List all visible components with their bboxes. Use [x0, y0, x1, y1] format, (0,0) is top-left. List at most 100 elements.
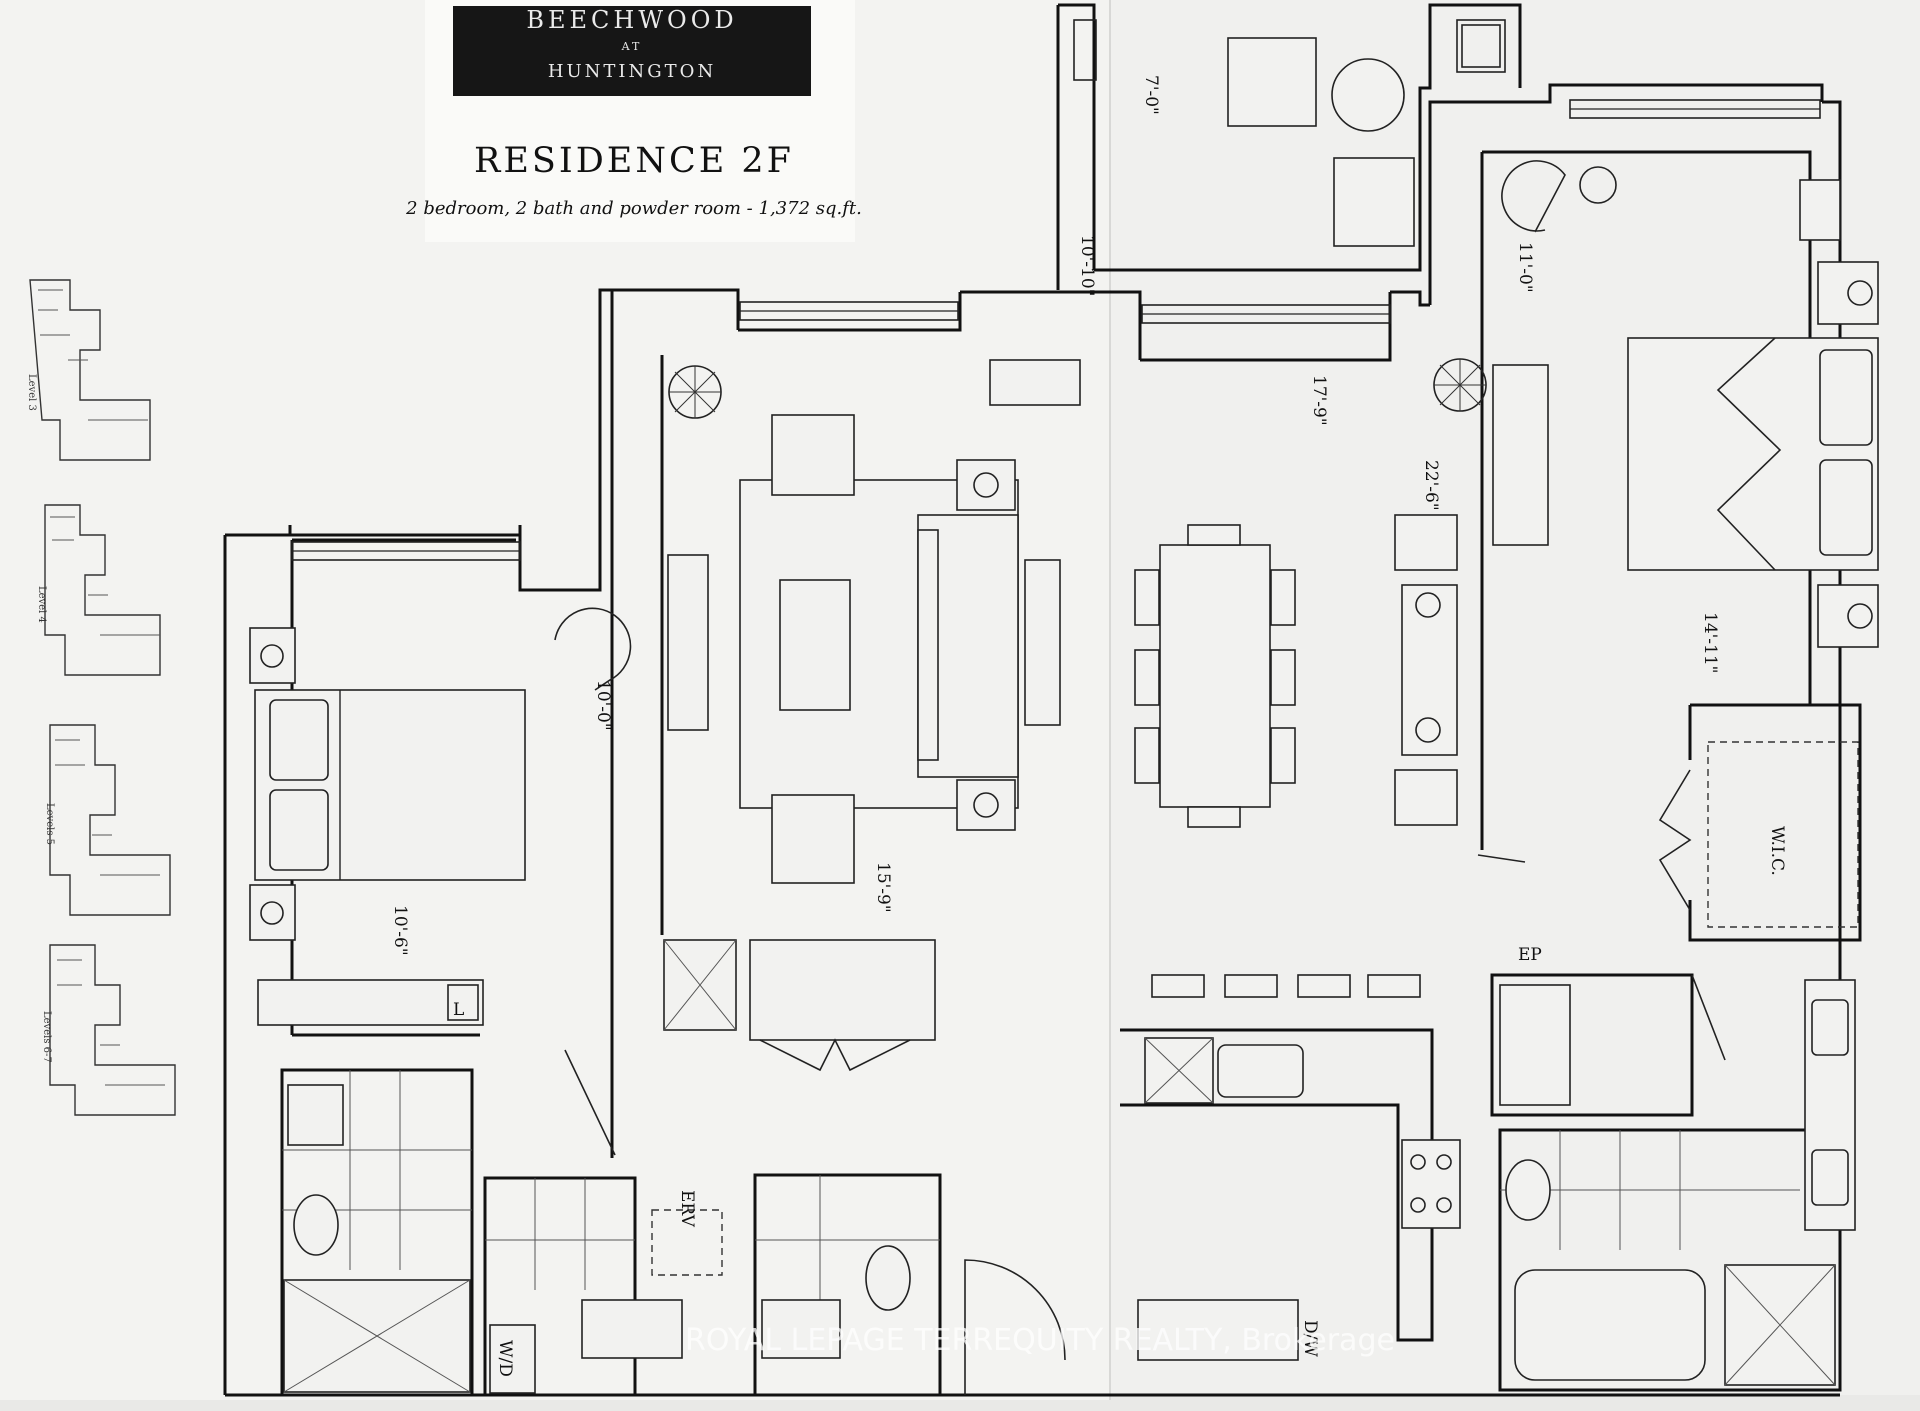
lounge-chair	[1227, 37, 1317, 127]
nightstand-top	[1817, 261, 1879, 325]
side-table-round	[1579, 166, 1617, 204]
pillow	[269, 789, 329, 871]
dining-chair	[1270, 569, 1296, 626]
stool	[1297, 974, 1351, 998]
kitchen: D/W	[1120, 974, 1461, 1361]
armchair-bottom	[771, 794, 855, 884]
laundry-walls	[483, 1176, 637, 1397]
ep-shelf	[1499, 984, 1571, 1106]
vanity-sink	[1811, 1149, 1849, 1206]
balcony-walls	[1056, 3, 1522, 290]
key-plan-label: Level 4	[36, 586, 47, 623]
vanity-sink	[1811, 999, 1849, 1056]
dishwasher-label: D/W	[1300, 1320, 1320, 1357]
walk-in-closet: W.I.C.	[1658, 703, 1862, 942]
ep-closet	[1490, 973, 1694, 1117]
key-plan-level-3: Level 3	[26, 279, 151, 461]
accent-chair	[1394, 769, 1458, 826]
dining-chair	[1187, 806, 1241, 828]
lamp-icon	[1415, 717, 1441, 743]
key-plan-level-4: Level 4	[36, 504, 161, 676]
dining-chair	[1187, 524, 1241, 546]
cooktop	[1401, 1139, 1461, 1229]
lamp-icon	[260, 901, 284, 925]
balcony-depth-dim: 7'-0"	[1141, 75, 1161, 115]
wic-doors	[1658, 769, 1692, 911]
primary-bedroom: 11'-0" 14'-11"	[1492, 160, 1879, 674]
balcony-table	[1331, 58, 1405, 132]
entry-closet	[749, 939, 936, 1041]
second-bedroom: 10'-0" 10'-6" L	[249, 607, 632, 1026]
key-plan-label: Levels 6-7	[41, 1011, 52, 1063]
front-door-swing	[964, 1259, 1066, 1395]
erv-box	[651, 1209, 723, 1276]
chair-round	[554, 607, 632, 691]
coffee-table	[779, 579, 851, 711]
bed2-width-dim: 10'-0"	[593, 680, 613, 731]
linen-label: L	[453, 1000, 464, 1020]
dining-chair	[1270, 649, 1296, 706]
outer-wall-top	[225, 83, 1842, 1380]
key-plan-level-5: Levels 5	[44, 724, 171, 916]
ensuite-door-swing	[1691, 974, 1726, 1061]
lamp-icon	[1415, 592, 1441, 618]
erv-label: ERV	[677, 1190, 697, 1228]
balcony: 7'-0" 10'-10"	[1056, 3, 1522, 297]
logo-block	[453, 6, 811, 96]
lamp-icon	[260, 644, 284, 668]
closet-bifold-doors	[759, 1038, 911, 1072]
side-table-bottom	[956, 779, 1016, 831]
bedroom-door-swing	[1477, 854, 1526, 863]
dining-chair	[1134, 727, 1160, 784]
primary-bathroom: EP	[1477, 854, 1856, 1392]
windows	[291, 99, 1821, 561]
laundry-sink	[581, 1299, 683, 1359]
wic-shelving	[1707, 741, 1859, 928]
balcony-post-right	[1456, 19, 1506, 73]
entry-door-swing	[564, 1049, 616, 1156]
dining-area: 17'-9" 22'-6"	[1134, 375, 1458, 828]
living-width-dim: 17'-9"	[1309, 375, 1329, 426]
dresser	[1799, 179, 1841, 241]
watermark: ROYAL LEPAGE TERREQUITY REALTY, Brokerag…	[685, 1323, 1395, 1358]
powder-room	[753, 1173, 942, 1397]
sofa-back	[917, 529, 939, 761]
brand-line-3: HUNTINGTON	[548, 61, 716, 82]
pillow	[269, 699, 329, 781]
armchair-top	[771, 414, 855, 496]
bed2-length-dim: 10'-6"	[390, 905, 410, 956]
fireplace	[989, 359, 1081, 406]
primary-length-dim: 14'-11"	[1700, 612, 1720, 674]
living-length-dim: 22'-6"	[1421, 460, 1441, 511]
brand-line-2: AT	[621, 40, 643, 53]
entry	[564, 939, 1066, 1395]
living-lower-dim: 15'-9"	[873, 862, 893, 913]
nightstand-top	[249, 627, 296, 684]
lamp-icon	[973, 472, 999, 498]
stool	[1151, 974, 1205, 998]
media-console	[667, 554, 709, 731]
nightstand-bottom	[249, 884, 296, 941]
stool	[1367, 974, 1421, 998]
accent-chair	[1394, 514, 1458, 571]
header-card: BEECHWOOD AT HUNTINGTON RESIDENCE 2F 2 b…	[405, 0, 862, 242]
sideboard	[1401, 584, 1458, 756]
bath2-walls	[280, 1068, 474, 1397]
powder-walls	[753, 1173, 942, 1397]
balcony-chair	[1333, 157, 1415, 247]
wic-label: W.I.C.	[1767, 826, 1787, 876]
dining-chair	[1134, 649, 1160, 706]
dining-chair	[1134, 569, 1160, 626]
primary-width-dim: 11'-0"	[1515, 242, 1535, 293]
bed-throw	[1716, 337, 1782, 571]
toilet	[293, 1194, 339, 1256]
powder-sink	[761, 1299, 841, 1359]
vanity-sink	[287, 1084, 344, 1146]
closet-second	[257, 979, 484, 1026]
lamp-icon	[1847, 280, 1873, 306]
laundry: ERV W/D	[483, 1176, 723, 1397]
pillow	[1819, 459, 1873, 556]
key-plans: Level 3 Level 4 Levels 5 Levels 6-7	[26, 279, 176, 1116]
